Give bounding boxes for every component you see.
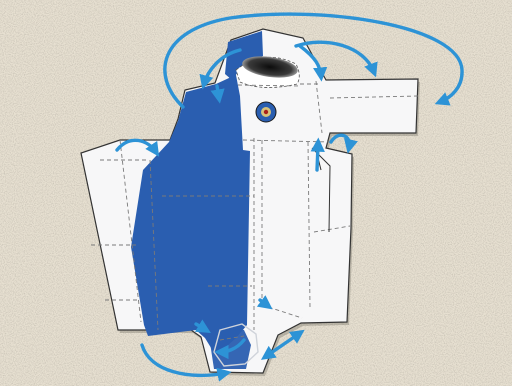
- fold-arrow: [317, 146, 318, 170]
- fold-arrow: [217, 86, 219, 98]
